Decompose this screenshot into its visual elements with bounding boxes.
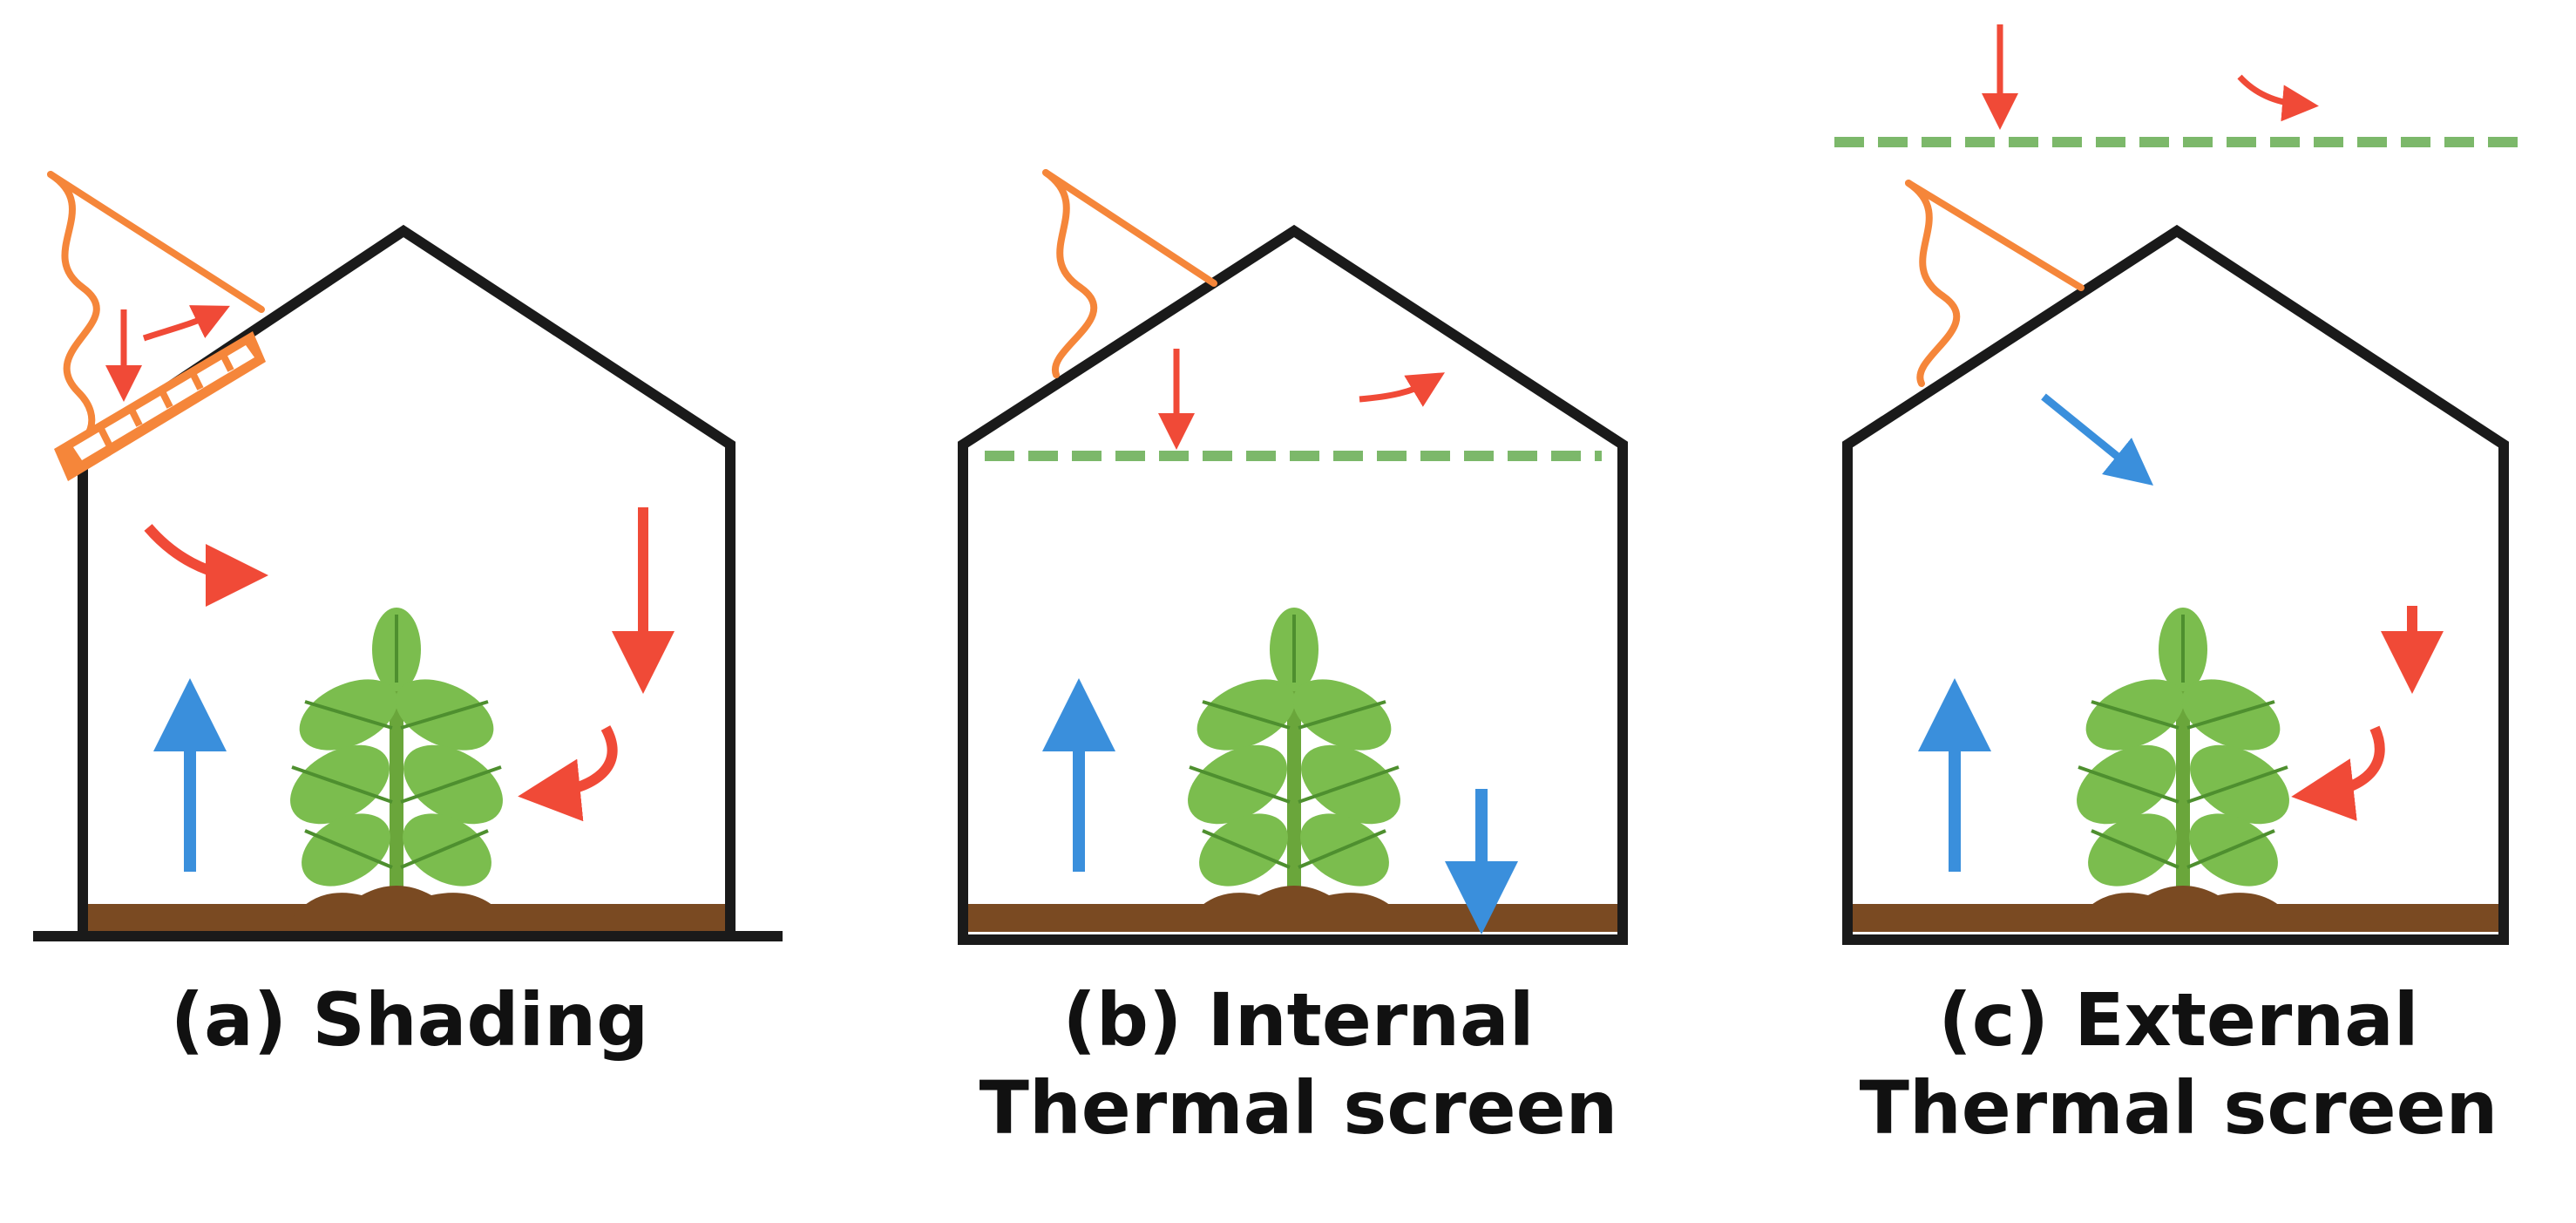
sun-ray-icon <box>1042 169 1217 378</box>
sun-ray-icon <box>1905 180 2085 387</box>
heat-arrow-icon <box>1158 349 1446 450</box>
greenhouse-outline <box>78 224 736 933</box>
caption-internal-thermal-screen: (b) Internal Thermal screen <box>906 976 1691 1152</box>
caption-line: (a) Shading <box>170 977 649 1063</box>
panel-a <box>33 171 783 941</box>
heat-arrow-icon <box>105 305 675 822</box>
panel-b <box>958 169 1628 945</box>
caption-line: Thermal screen <box>979 1064 1618 1151</box>
caption-line: (b) Internal <box>1062 977 1535 1063</box>
caption-line: (c) External <box>1938 977 2419 1063</box>
panel-c <box>1834 24 2518 945</box>
heat-arrow-icon <box>2291 606 2444 821</box>
shading-panel-icon <box>54 331 266 481</box>
heat-arrow-icon <box>1982 24 2319 130</box>
caption-external-thermal-screen: (c) External Thermal screen <box>1786 976 2571 1152</box>
plant-icon <box>1174 608 1413 918</box>
heat-arrow-icon <box>2041 393 2153 486</box>
plant-icon <box>276 608 516 918</box>
greenhouse-outline <box>1842 224 2509 945</box>
plant-icon <box>2063 608 2302 918</box>
caption-shading: (a) Shading <box>139 976 680 1064</box>
greenhouse-outline <box>958 224 1628 945</box>
caption-line: Thermal screen <box>1859 1064 2498 1151</box>
sun-ray-icon <box>47 171 265 452</box>
